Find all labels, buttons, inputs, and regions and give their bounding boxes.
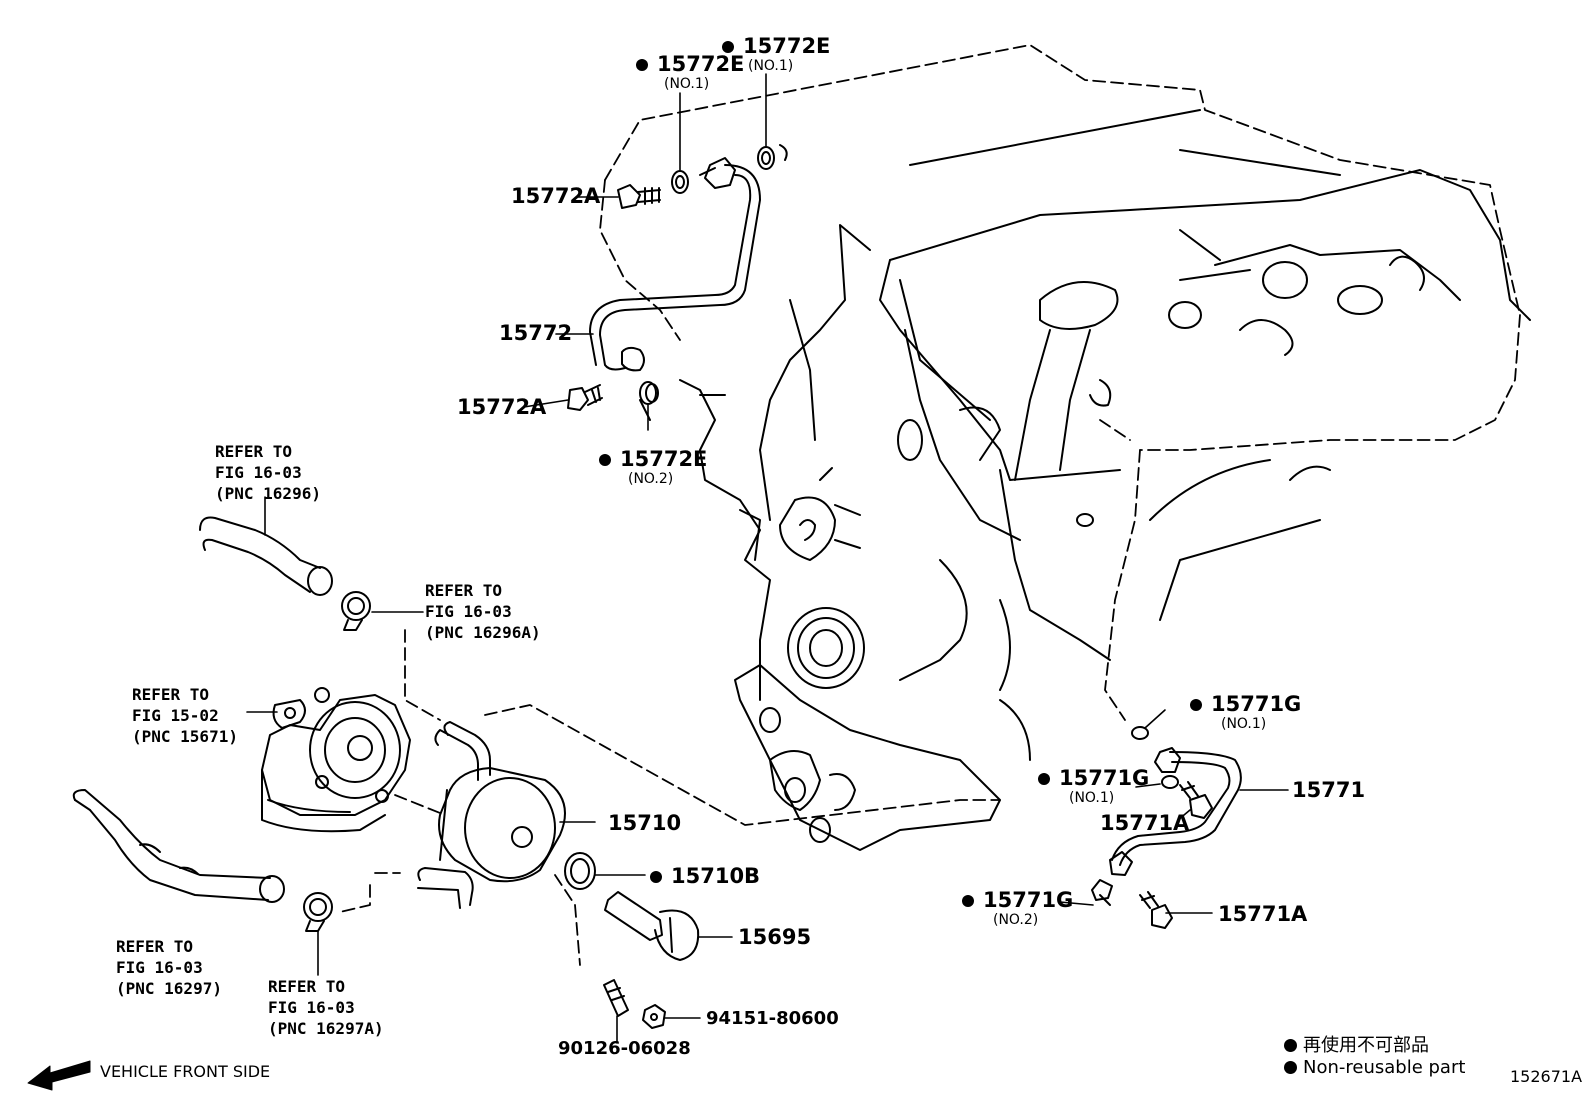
label-15772A-lower: 15772A bbox=[457, 395, 547, 419]
label-15771G-no1-upper-sub: (NO.1) bbox=[1221, 716, 1267, 732]
vehicle-front-arrow bbox=[27, 1060, 91, 1091]
figure-id: 152671A bbox=[1510, 1067, 1583, 1086]
oil-pipe-15771 bbox=[1091, 726, 1242, 929]
label-15771A-lower: 15771A bbox=[1218, 902, 1308, 926]
non-reusable-dot-icon bbox=[1038, 773, 1050, 785]
non-reusable-dot-icon bbox=[599, 454, 611, 466]
ref-line: (PNC 16296A) bbox=[425, 623, 541, 642]
label-15772A-upper: 15772A bbox=[511, 184, 601, 208]
ref-line: FIG 16-03 bbox=[268, 998, 355, 1017]
hose-clamp-lower bbox=[303, 892, 333, 932]
hose-upper bbox=[199, 516, 333, 596]
label-15771G-no1-upper: 15771G bbox=[1190, 692, 1301, 716]
non-reusable-dot-icon bbox=[1190, 699, 1202, 711]
ref-line: REFER TO bbox=[132, 685, 210, 704]
label-15772E-no1-right-sub: (NO.1) bbox=[748, 58, 794, 74]
label-15772E-no1-right: 15772E bbox=[722, 34, 830, 58]
label-15710: 15710 bbox=[608, 811, 682, 835]
label-15772E-no1-left-sub: (NO.1) bbox=[664, 76, 710, 92]
ref-pnc-16296A: REFER TO FIG 16-03 (PNC 16296A) bbox=[425, 580, 541, 643]
label-15771: 15771 bbox=[1292, 778, 1366, 802]
non-reusable-dot-icon bbox=[722, 41, 734, 53]
oil-filter-bracket bbox=[261, 687, 411, 833]
non-reusable-dot-icon bbox=[650, 871, 662, 883]
engine-block bbox=[679, 109, 1531, 851]
label-15710B: 15710B bbox=[650, 864, 760, 888]
label-15771G-no2-sub: (NO.2) bbox=[993, 912, 1039, 928]
ref-line: FIG 16-03 bbox=[116, 958, 203, 977]
ref-line: REFER TO bbox=[425, 581, 503, 600]
ref-pnc-15671: REFER TO FIG 15-02 (PNC 15671) bbox=[132, 684, 238, 747]
non-reusable-dot-icon bbox=[1284, 1061, 1297, 1074]
label-15772: 15772 bbox=[499, 321, 573, 345]
label-15771G-no1-lower: 15771G bbox=[1038, 766, 1149, 790]
leader-lines bbox=[246, 73, 1289, 1044]
ref-line: (PNC 15671) bbox=[132, 727, 238, 746]
ref-pnc-16296: REFER TO FIG 16-03 (PNC 16296) bbox=[215, 441, 321, 504]
ref-line: REFER TO bbox=[116, 937, 194, 956]
label-90126-06028: 90126-06028 bbox=[558, 1038, 691, 1059]
label-15772E-no2: 15772E bbox=[599, 447, 707, 471]
ref-line: FIG 16-03 bbox=[215, 463, 302, 482]
engine-phantom-outline bbox=[339, 44, 1521, 966]
ref-line: REFER TO bbox=[215, 442, 293, 461]
legend-jp: 再使用不可部品 bbox=[1284, 1031, 1429, 1057]
oil-cooler-15710 bbox=[417, 721, 700, 1029]
non-reusable-dot-icon bbox=[962, 895, 974, 907]
ref-line: FIG 15-02 bbox=[132, 706, 219, 725]
label-15771A-upper: 15771A bbox=[1100, 811, 1190, 835]
ref-line: (PNC 16297) bbox=[116, 979, 222, 998]
label-15772E-no2-sub: (NO.2) bbox=[628, 471, 674, 487]
hose-lower bbox=[72, 789, 285, 903]
label-94151-80600: 94151-80600 bbox=[706, 1008, 839, 1029]
non-reusable-dot-icon bbox=[1284, 1039, 1297, 1052]
oil-pipe-15772 bbox=[567, 144, 788, 421]
ref-line: FIG 16-03 bbox=[425, 602, 512, 621]
non-reusable-dot-icon bbox=[636, 59, 648, 71]
vehicle-front-side-label: VEHICLE FRONT SIDE bbox=[100, 1062, 271, 1081]
label-15772E-no1-left: 15772E bbox=[636, 52, 744, 76]
ref-pnc-16297A: REFER TO FIG 16-03 (PNC 16297A) bbox=[268, 976, 384, 1039]
label-15771G-no1-lower-sub: (NO.1) bbox=[1069, 790, 1115, 806]
ref-line: (PNC 16296) bbox=[215, 484, 321, 503]
hose-clamp-upper bbox=[341, 591, 371, 631]
legend-en: Non-reusable part bbox=[1284, 1057, 1465, 1078]
ref-line: (PNC 16297A) bbox=[268, 1019, 384, 1038]
ref-pnc-16297: REFER TO FIG 16-03 (PNC 16297) bbox=[116, 936, 222, 999]
ref-line: REFER TO bbox=[268, 977, 346, 996]
label-15771G-no2: 15771G bbox=[962, 888, 1073, 912]
label-15695: 15695 bbox=[738, 925, 812, 949]
